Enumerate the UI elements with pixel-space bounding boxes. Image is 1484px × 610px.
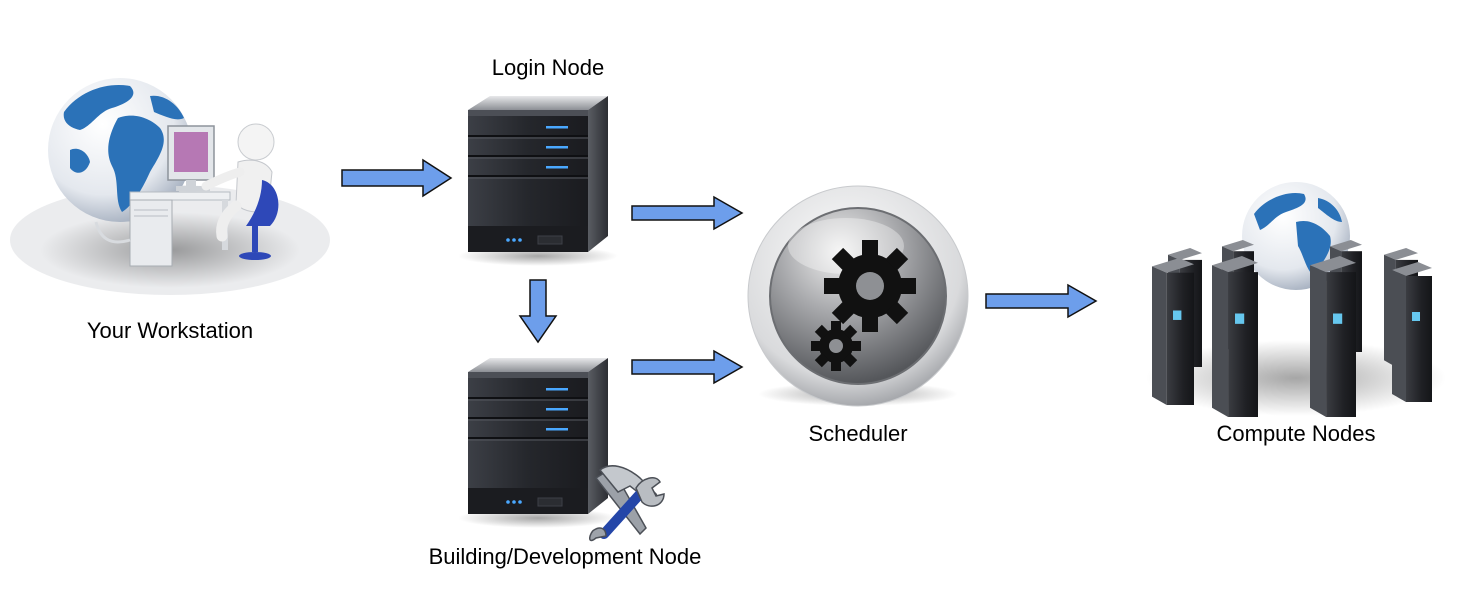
gears-icon [747, 185, 969, 407]
arrow-login-to-scheduler [631, 195, 744, 231]
server-icon [457, 95, 619, 267]
node-label-scheduler: Scheduler [808, 421, 908, 446]
tools-icon [589, 465, 665, 542]
workstation-icon [10, 78, 330, 295]
node-label-workstation: Your Workstation [86, 318, 254, 343]
arrow-scheduler-to-compute [985, 283, 1098, 319]
node-label-building: Building/Development Node [428, 544, 702, 569]
arrow-login-to-building [518, 279, 558, 344]
node-label-compute: Compute Nodes [1216, 421, 1376, 446]
globe-icon [48, 78, 192, 222]
arrow-workstation-to-login [341, 158, 453, 198]
server-cluster-icon [1146, 182, 1446, 417]
server-tools-icon [457, 357, 665, 542]
arrow-building-to-scheduler [631, 349, 744, 385]
node-label-login: Login Node [491, 55, 605, 80]
